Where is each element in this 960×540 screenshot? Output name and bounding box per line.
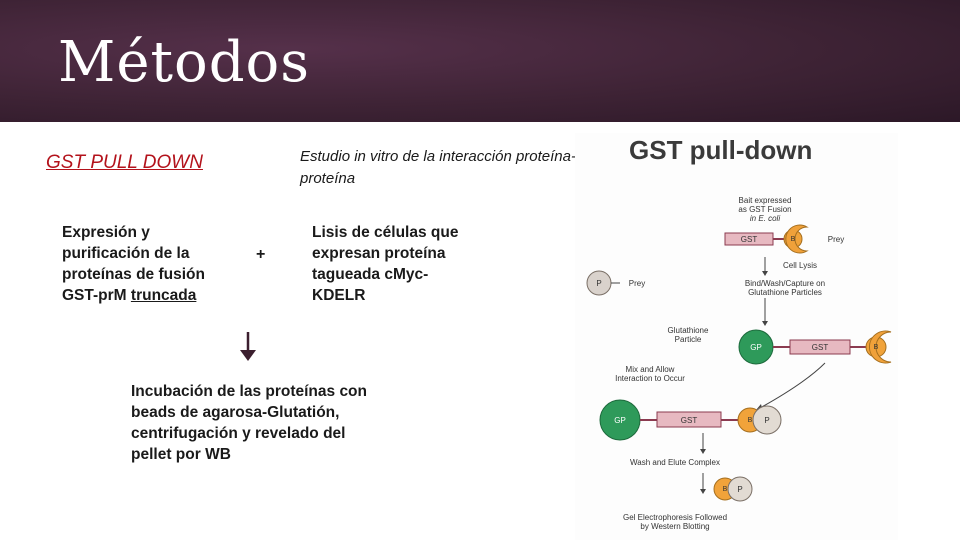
- gp-label-1: GP: [750, 343, 762, 352]
- gst-pulldown-diagram: GST pull-down Bait expressed as GST Fusi…: [575, 133, 898, 540]
- bait-label-2: B: [873, 344, 879, 351]
- study-description: Estudio in vitro de la interacción prote…: [300, 148, 576, 187]
- gst-label-3: GST: [680, 416, 698, 425]
- title-band: Métodos: [0, 0, 960, 122]
- diagram-graphics: [586, 224, 892, 502]
- expression-step: Expresión y purificación de la proteínas…: [62, 222, 242, 306]
- gst-label-1: GST: [740, 235, 758, 244]
- expression-text: Expresión y purificación de la proteínas…: [62, 224, 205, 304]
- prey-crescent-2: [869, 330, 892, 364]
- expression-underlined-text: truncada: [130, 287, 197, 304]
- glutathione-label: Glutathione Particle: [667, 326, 709, 344]
- prey-circle-3: [727, 476, 753, 502]
- gel-label: Gel Electrophoresis Followed by Western …: [622, 513, 728, 531]
- down-arrow-icon: [240, 332, 256, 361]
- prey-short-label-2: P: [764, 416, 770, 425]
- plus-sign: +: [256, 246, 266, 263]
- gp-label-2: GP: [614, 416, 626, 425]
- prey-label-1: Prey: [827, 235, 845, 244]
- cell-lysis-label: Cell Lysis: [783, 261, 817, 270]
- prey-short-label: P: [596, 279, 602, 288]
- bait-label-4: B: [722, 486, 728, 493]
- prey-label-2: Prey: [628, 279, 646, 288]
- prey-circle-2: [752, 405, 782, 435]
- mix-label: Mix and Allow Interaction to Occur: [615, 365, 685, 383]
- bind-label: Bind/Wash/Capture on Glutathione Particl…: [744, 279, 826, 297]
- wash-label: Wash and Elute Complex: [630, 458, 720, 467]
- gst-label-2: GST: [811, 343, 829, 352]
- gst-pull-down-heading: GST PULL DOWN: [46, 152, 203, 173]
- bait-label: Bait expressed as GST Fusion in E. coli: [738, 196, 792, 223]
- lysis-step: Lisis de células que expresan proteína t…: [312, 224, 459, 304]
- prey-crescent-1: [785, 224, 809, 254]
- incubation-step: Incubación de las proteínas con beads de…: [131, 383, 367, 463]
- bait-label-3: B: [747, 417, 753, 424]
- slide-title: Métodos: [58, 30, 310, 95]
- bait-label-1: B: [790, 236, 796, 243]
- diagram-title: GST pull-down: [629, 135, 813, 165]
- prey-short-label-3: P: [737, 485, 743, 494]
